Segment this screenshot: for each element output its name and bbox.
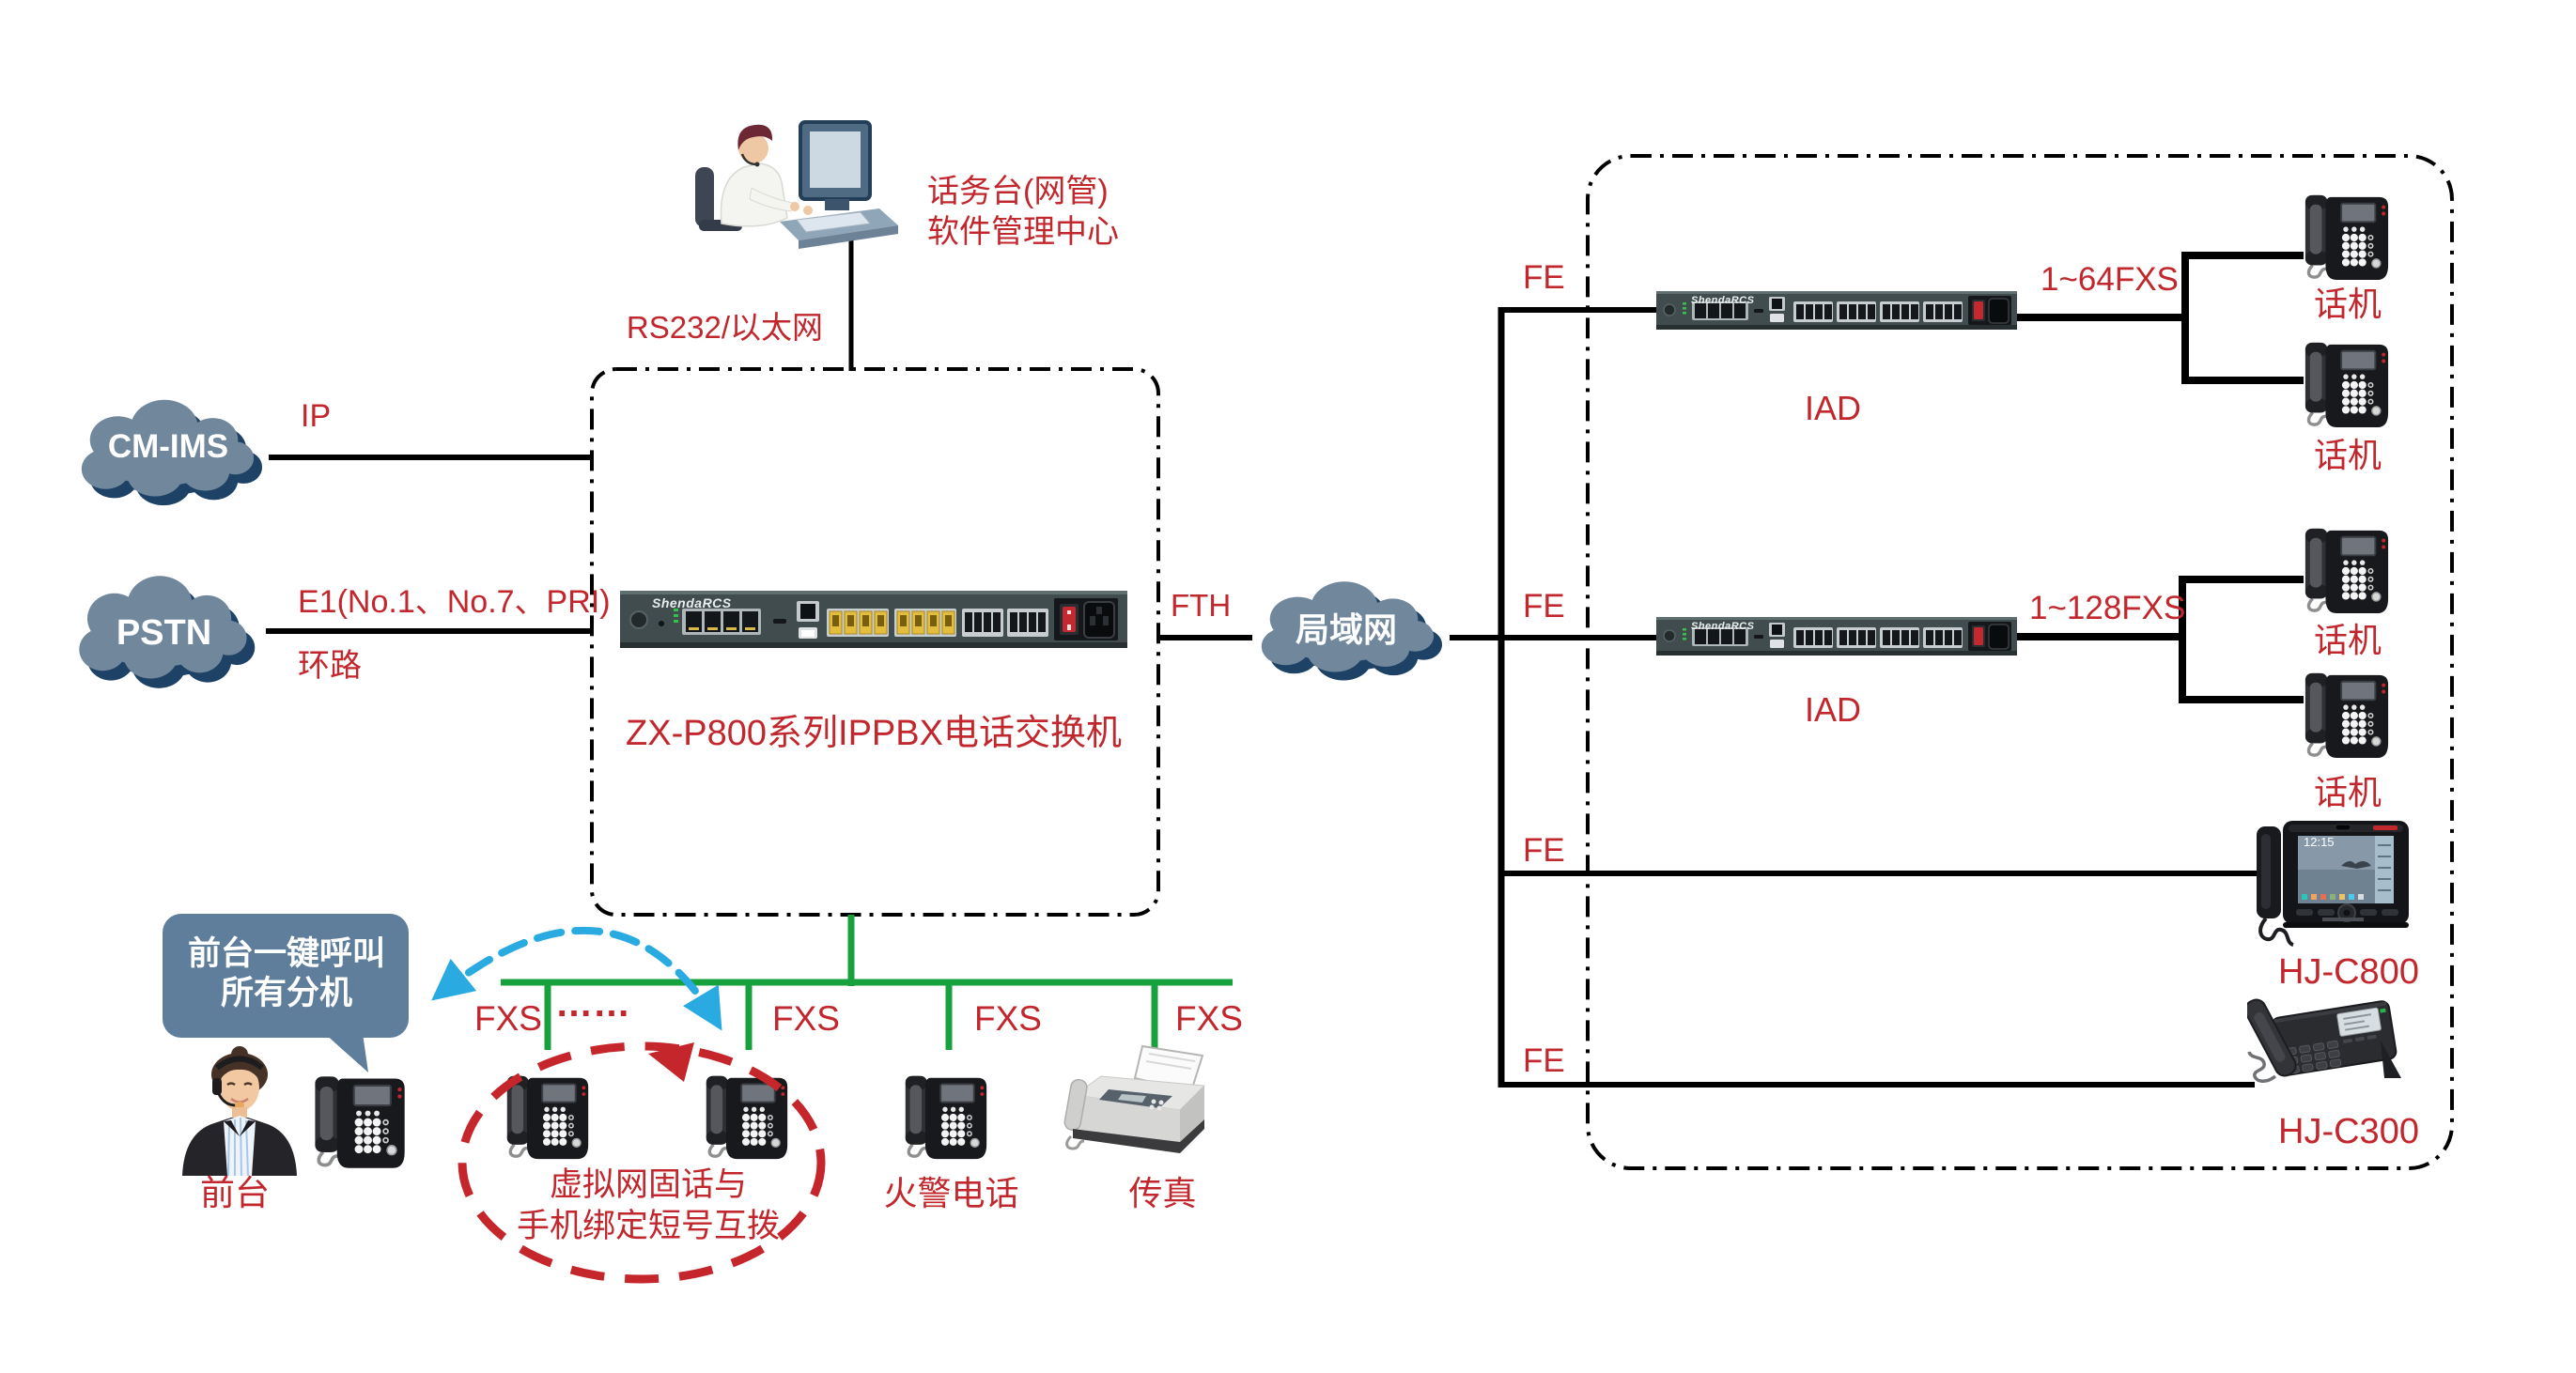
rs232-link-label: RS232/以太网 (626, 310, 823, 345)
phone-label-g1-1: 话机 (2313, 285, 2382, 323)
analog-phone-g2-1 (2300, 523, 2392, 617)
analog-phone-g1-2 (2300, 337, 2392, 431)
console-title-line2: 软件管理中心 (927, 214, 1119, 250)
ellipse-text-line1: 虚拟网固话与 (549, 1166, 747, 1203)
hj-c800-label: HJ-C800 (2278, 952, 2419, 992)
speech-bubble (163, 914, 409, 1072)
ellipse-text-line2: 手机绑定短号互拨 (516, 1208, 780, 1244)
loop-link-label: 环路 (298, 648, 362, 684)
ippbx-device (620, 591, 1127, 648)
pstn-cloud-label: PSTN (116, 613, 212, 653)
operator-computer-illustration (695, 120, 898, 249)
analog-phone-g1-1 (2300, 190, 2392, 284)
connection-lines (266, 233, 2269, 1088)
access-group-box (1586, 154, 2454, 1170)
cm-ims-cloud-label: CM-IMS (107, 428, 229, 465)
front-desk-phone (309, 1071, 409, 1172)
ip-link-label: IP (301, 398, 332, 434)
capacity-label-g1: 1~64FXS (2041, 261, 2179, 298)
front-desk-label: 前台 (200, 1174, 270, 1212)
phone-label-g2-2: 话机 (2313, 773, 2382, 811)
pbx-group-box (590, 367, 1160, 917)
iad-device-2 (1656, 617, 2017, 656)
hj-c300-ip-phone (2247, 998, 2401, 1083)
iad2-brand-text: ShendaRCS (1691, 621, 1755, 632)
c800-screen-time: 12:15 (2304, 835, 2335, 849)
hj-c800-video-phone (2257, 821, 2409, 947)
hj-c300-label: HJ-C300 (2278, 1112, 2419, 1151)
virtual-net-phone-1 (502, 1071, 592, 1163)
fax-label: 传真 (1128, 1174, 1197, 1212)
analog-phone-g2-2 (2300, 668, 2392, 762)
bubble-text-line2: 所有分机 (220, 975, 352, 1011)
fxs-label-2: FXS (772, 999, 840, 1038)
virtual-net-phone-2 (701, 1071, 791, 1163)
fxs-label-4: FXS (1175, 999, 1243, 1038)
capacity-label-g2: 1~128FXS (2029, 590, 2186, 626)
fe-label-2: FE (1523, 588, 1565, 625)
phone-brackets (2017, 252, 2304, 703)
lan-cloud-label: 局域网 (1295, 610, 1397, 649)
fxs-dots: …… (555, 983, 630, 1025)
fe-label-1: FE (1523, 259, 1565, 296)
iad2-label: IAD (1804, 690, 1861, 729)
bubble-text-line1: 前台一键呼叫 (187, 935, 385, 972)
phone-label-g2-1: 话机 (2313, 621, 2382, 659)
iad1-brand-text: ShendaRCS (1691, 295, 1755, 306)
fxs-label-1: FXS (474, 999, 542, 1038)
fire-phone-label: 火警电话 (883, 1174, 1019, 1212)
iad-device-1 (1656, 291, 2017, 330)
fax-machine (1063, 1044, 1206, 1153)
fe-label-3: FE (1523, 832, 1565, 869)
pbx-name-label: ZX-P800系列IPPBX电话交换机 (626, 714, 1122, 753)
e1-link-label: E1(No.1、No.7、PRI) (298, 584, 611, 620)
phone-label-g1-2: 话机 (2313, 436, 2382, 474)
fe-label-4: FE (1523, 1042, 1565, 1079)
fire-alarm-phone (900, 1071, 990, 1163)
pbx-brand-text: ShendaRCS (652, 595, 732, 610)
console-title-line1: 话务台(网管) (927, 174, 1109, 209)
iad1-label: IAD (1804, 389, 1861, 427)
fth-link-label: FTH (1171, 588, 1232, 623)
receptionist-photo (182, 1046, 297, 1176)
fxs-label-3: FXS (974, 999, 1042, 1038)
